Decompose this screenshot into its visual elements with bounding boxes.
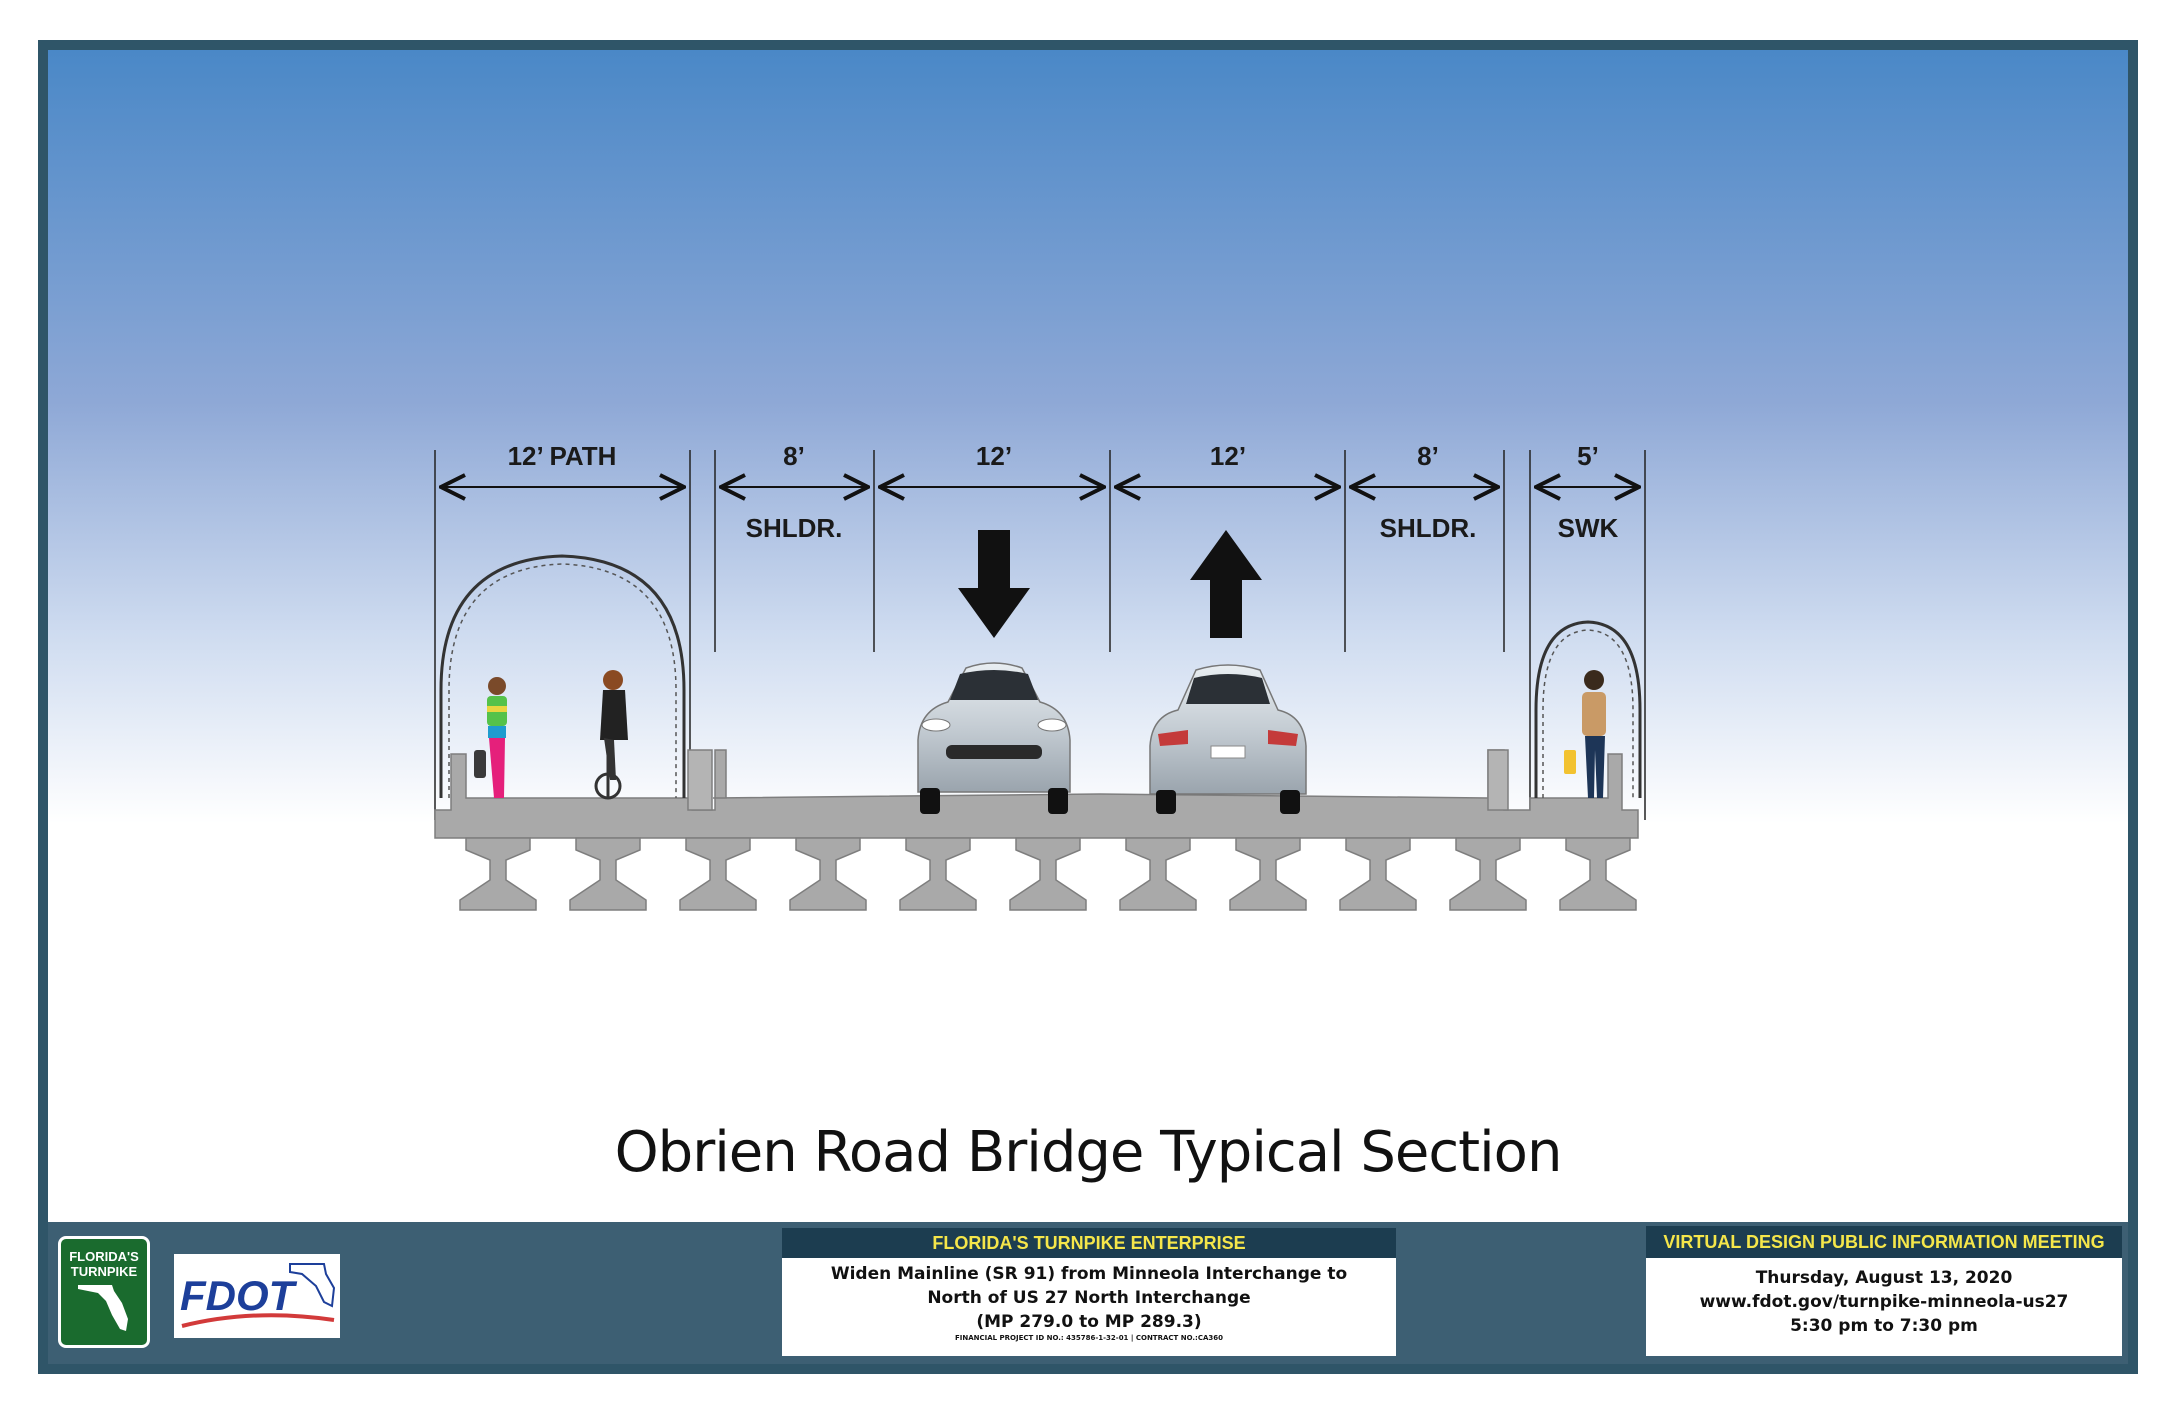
girder-9 bbox=[1339, 837, 1417, 911]
meeting-info-header: VIRTUAL DESIGN PUBLIC INFORMATION MEETIN… bbox=[1646, 1226, 2122, 1258]
car-southbound-icon bbox=[917, 662, 1071, 814]
dim-label-shoulder-right: SHLDR. bbox=[1380, 513, 1477, 543]
sidewalk-arch-right bbox=[1534, 620, 1642, 798]
fdot-swoosh-icon bbox=[181, 1263, 336, 1328]
sidewalk-arch-right-inner bbox=[1542, 629, 1634, 798]
project-info-line1: Widen Mainline (SR 91) from Minneola Int… bbox=[830, 1264, 1348, 1284]
car-northbound-icon bbox=[1149, 664, 1307, 814]
project-info-header: FLORIDA'S TURNPIKE ENTERPRISE bbox=[782, 1228, 1396, 1258]
girder-7 bbox=[1119, 837, 1197, 911]
right-barrier bbox=[1487, 749, 1509, 811]
path-arch-left bbox=[439, 554, 686, 798]
girder-1 bbox=[459, 837, 537, 911]
girder-8 bbox=[1229, 837, 1307, 911]
florida-turnpike-logo: FLORIDA'S TURNPIKE bbox=[58, 1236, 150, 1348]
dim-label-sidewalk: SWK bbox=[1558, 513, 1619, 543]
dim-width-shoulder-right: 8’ bbox=[1417, 441, 1439, 471]
project-info-box: FLORIDA'S TURNPIKE ENTERPRISE Widen Main… bbox=[782, 1228, 1396, 1356]
dim-width-shoulder-left: 8’ bbox=[783, 441, 805, 471]
meeting-time: 5:30 pm to 7:30 pm bbox=[1790, 1316, 1978, 1336]
project-info-line2: North of US 27 North Interchange bbox=[927, 1288, 1251, 1308]
project-info-line3: (MP 279.0 to MP 289.3) bbox=[976, 1312, 1202, 1332]
girder-11 bbox=[1559, 837, 1637, 911]
girders bbox=[459, 837, 1637, 911]
footer-bar: FLORIDA'S TURNPIKE FDOT FLORIDA'S TURNPI… bbox=[48, 1222, 2128, 1364]
fdot-logo-text: FDOT bbox=[180, 1272, 295, 1319]
dim-width-lane-nb: 12’ bbox=[1210, 441, 1246, 471]
dim-width-sidewalk: 5’ bbox=[1577, 441, 1599, 471]
girder-3 bbox=[679, 837, 757, 911]
left-barrier bbox=[687, 749, 713, 811]
girder-4 bbox=[789, 837, 867, 911]
girder-5 bbox=[899, 837, 977, 911]
diagram-canvas: 12’ PATH 8’ 12’ 12’ 8’ 5’ SHLDR. SHLDR. … bbox=[48, 50, 2128, 1222]
girder-10 bbox=[1449, 837, 1527, 911]
fdot-logo: FDOT bbox=[174, 1254, 340, 1338]
dim-width-lane-sb: 12’ bbox=[976, 441, 1012, 471]
meeting-info-box: VIRTUAL DESIGN PUBLIC INFORMATION MEETIN… bbox=[1646, 1226, 2122, 1356]
dim-width-path: 12’ PATH bbox=[508, 441, 617, 471]
meeting-date: Thursday, August 13, 2020 bbox=[1755, 1268, 2013, 1288]
extension-lines bbox=[434, 450, 1646, 820]
turnpike-logo-line1: FLORIDA'S bbox=[69, 1249, 139, 1264]
project-id-line: FINANCIAL PROJECT ID NO.: 435786-1-32-01… bbox=[954, 1334, 1224, 1342]
florida-state-icon bbox=[78, 1285, 128, 1331]
girder-6 bbox=[1009, 837, 1087, 911]
northbound-arrow-icon bbox=[1190, 530, 1262, 638]
pedestrian-woman-icon bbox=[474, 677, 507, 798]
typical-section-diagram: 12’ PATH 8’ 12’ 12’ 8’ 5’ SHLDR. SHLDR. … bbox=[434, 441, 1646, 911]
pedestrian-man-icon bbox=[1564, 670, 1606, 798]
girder-2 bbox=[569, 837, 647, 911]
meeting-url: www.fdot.gov/turnpike-minneola-us27 bbox=[1699, 1292, 2069, 1312]
southbound-arrow-icon bbox=[958, 530, 1030, 638]
cyclist-icon bbox=[594, 670, 628, 800]
diagram-title: Obrien Road Bridge Typical Section bbox=[614, 1120, 1563, 1185]
bridge-deck bbox=[434, 749, 1639, 839]
turnpike-logo-line2: TURNPIKE bbox=[70, 1264, 138, 1279]
dim-label-shoulder-left: SHLDR. bbox=[746, 513, 843, 543]
